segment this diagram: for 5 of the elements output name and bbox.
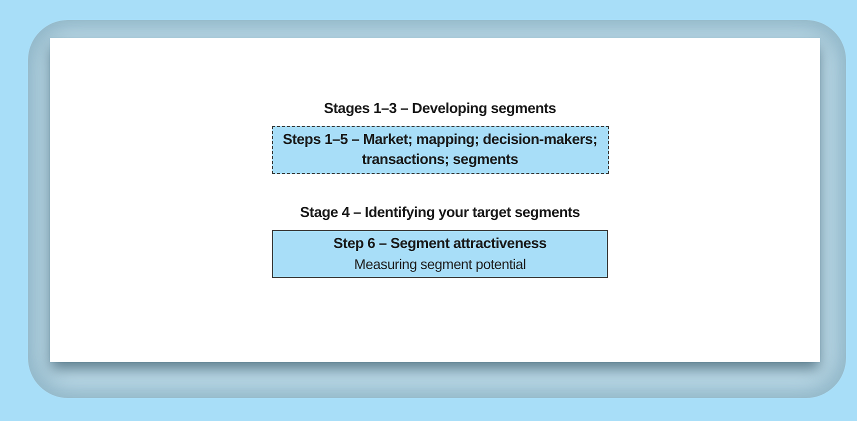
stage-heading: Stages 1–3 – Developing segments: [324, 100, 556, 118]
step-title: Step 6 – Segment attractiveness: [333, 235, 547, 254]
step-description: Measuring segment potential: [354, 255, 526, 274]
step-title: Steps 1–5 – Market; mapping; decision-makers; transactions; segments: [282, 131, 598, 170]
stage-heading: Stage 4 – Identifying your target segments: [300, 204, 580, 222]
